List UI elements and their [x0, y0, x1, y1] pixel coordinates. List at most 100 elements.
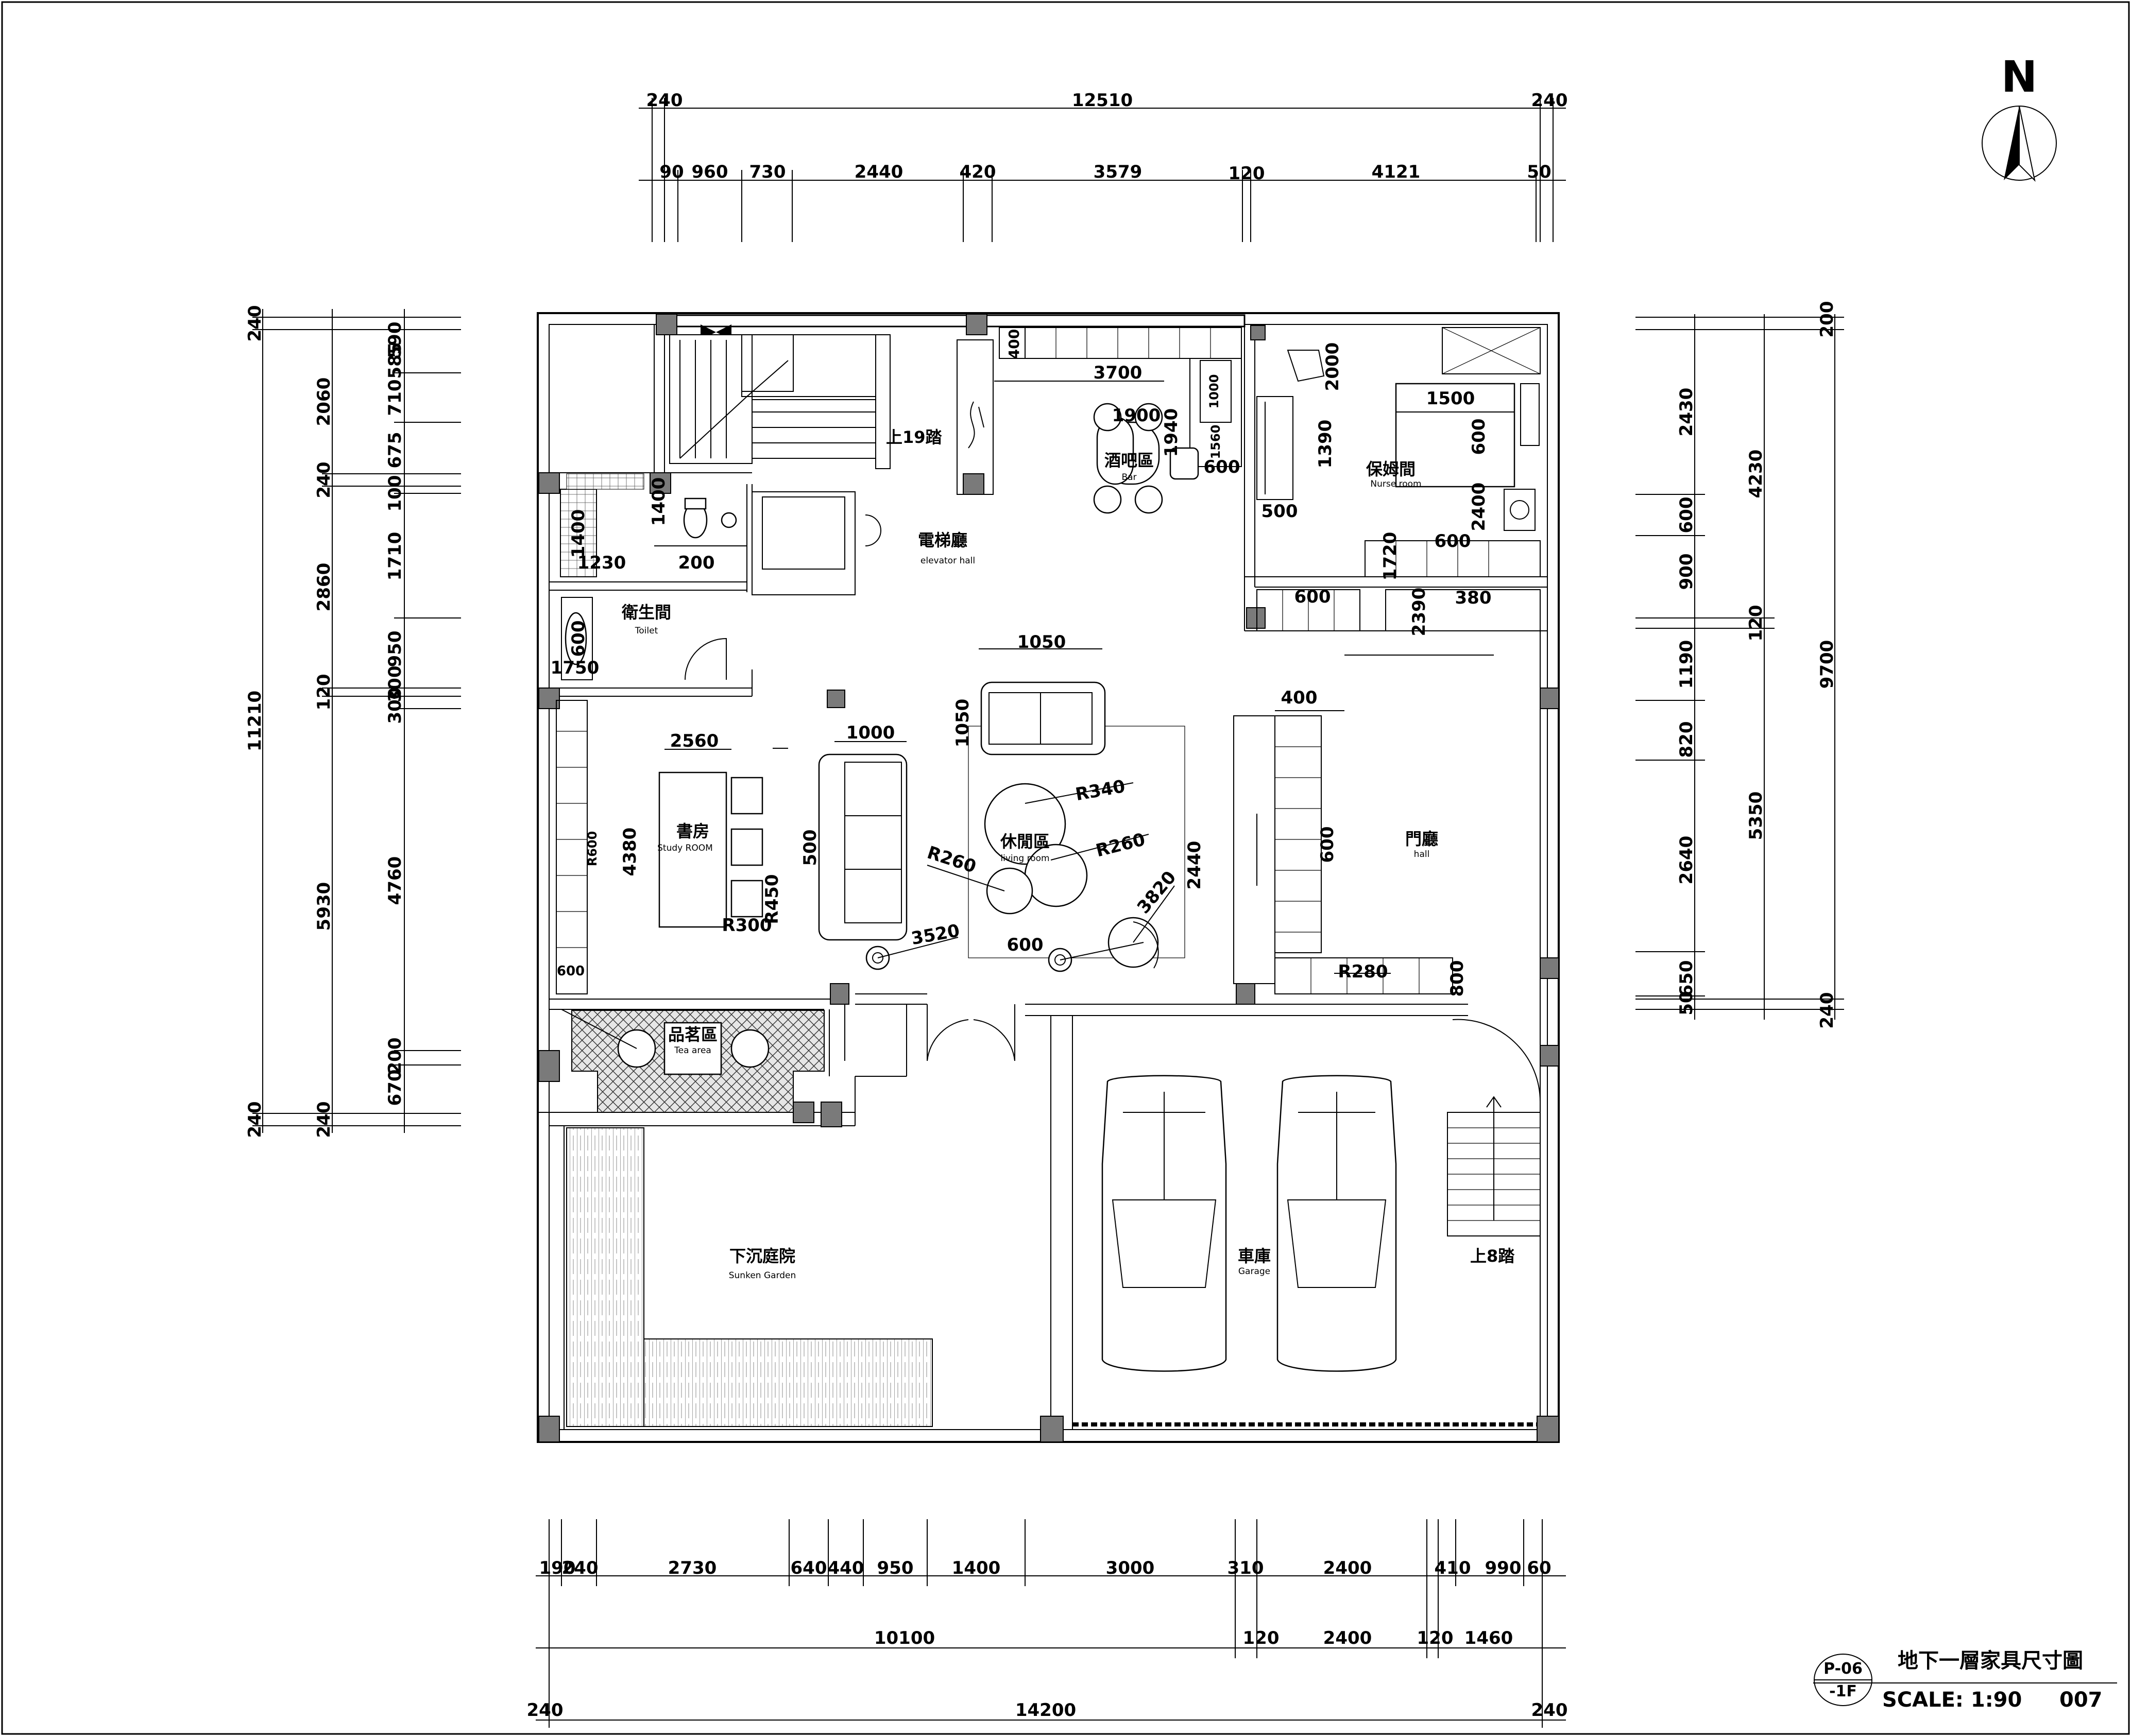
dim-int-18: 1400: [568, 509, 589, 558]
dim-left-detail-5: 1710: [385, 532, 405, 581]
dim-right-overall-0: 200: [1817, 301, 1837, 338]
dim-int-6: 600: [1204, 457, 1240, 477]
sofa-icon: [818, 753, 908, 941]
bed-icon: [1395, 383, 1515, 488]
dim-int-34: R300: [722, 915, 772, 936]
structural-columns: [538, 314, 1559, 1442]
dim-int-12: 2400: [1469, 483, 1489, 531]
dim-bottom-detail-4: 440: [828, 1558, 864, 1578]
dim-int-10: 600: [1469, 419, 1489, 455]
dim-int-7: 1390: [1315, 420, 1336, 469]
north-label: N: [2001, 51, 2037, 102]
dim-top-overall-0: 240: [646, 90, 683, 111]
dim-int-25: 1050: [952, 699, 973, 748]
elevator: 電梯廳 elevator hall: [752, 491, 975, 595]
toilet-label: 衛生間: [621, 603, 671, 622]
left-dimensions: 240 11210 240 2060 240 2860 120 5930 240…: [245, 305, 461, 1138]
dim-int-42: 600: [1317, 827, 1338, 863]
dim-int-20: 200: [678, 553, 715, 573]
dim-int-11: 500: [1261, 501, 1298, 522]
dim-top-overall-1: 12510: [1072, 90, 1133, 111]
dim-bottom-detail-9: 2400: [1323, 1558, 1372, 1578]
dim-int-21: 1400: [649, 477, 669, 526]
top-dimensions: 240 12510 240 90 960 730 2440 420 3579 1…: [639, 90, 1567, 242]
dim-bottom-mid-1: 120: [1243, 1628, 1280, 1648]
dim-bottom-detail-6: 1400: [952, 1558, 1001, 1578]
nurse-label: 保姆間: [1366, 459, 1416, 479]
dim-left-detail-0: 590: [385, 322, 405, 358]
dim-right-mid-1: 120: [1746, 605, 1766, 642]
dim-left-mid-2: 2860: [314, 563, 334, 612]
stair-up8-label: 上8踏: [1470, 1246, 1515, 1266]
dim-top-detail-3: 2440: [855, 162, 903, 182]
dim-right-detail-0: 2430: [1676, 388, 1697, 437]
dim-left-mid-0: 2060: [314, 377, 334, 426]
dim-top-detail-7: 4121: [1372, 162, 1421, 182]
dim-int-2: 1000: [1207, 374, 1221, 409]
dim-left-detail-8: 300: [385, 687, 405, 724]
dim-int-0: 400: [1005, 329, 1022, 359]
dim-int-19: 1230: [577, 553, 626, 573]
hall-en: hall: [1414, 849, 1430, 860]
dim-int-13: 600: [1435, 531, 1471, 552]
dim-int-43: 400: [1281, 687, 1318, 708]
elevator-hall-label: 電梯廳: [918, 530, 967, 550]
sheet-bottom-label: -1F: [1829, 1682, 1857, 1700]
dim-top-detail-2: 730: [749, 162, 786, 182]
dim-bottom-detail-2: 2730: [668, 1558, 717, 1578]
dim-left-detail-7: 300: [385, 666, 405, 702]
dim-right-detail-4: 820: [1676, 721, 1697, 758]
dim-left-mid-4: 5930: [314, 882, 334, 931]
hall: 門廳 hall: [927, 715, 1453, 1061]
elevator-hall-en: elevator hall: [920, 556, 975, 566]
study-desk: [658, 771, 727, 928]
dim-int-28: 2560: [670, 731, 719, 751]
garage-en: Garage: [1238, 1266, 1270, 1277]
dim-right-detail-5: 2640: [1676, 836, 1697, 885]
hall-label: 門廳: [1405, 829, 1438, 849]
dim-left-detail-11: 670: [385, 1070, 405, 1106]
title-block: P-06 -1F 地下一層家具尺寸圖 SCALE: 1:90 007: [1813, 1649, 2117, 1712]
dim-bottom-detail-7: 3000: [1106, 1558, 1155, 1578]
dim-int-17: 380: [1455, 588, 1492, 608]
garden-label: 下沉庭院: [729, 1246, 795, 1266]
dim-bottom-detail-10: 410: [1435, 1558, 1471, 1578]
nurse-room: 保姆間 Nurse room: [1256, 327, 1541, 631]
display-niche: [957, 339, 994, 495]
dim-int-40: 600: [1007, 935, 1044, 955]
dim-int-14: 1720: [1380, 532, 1401, 581]
sunken-garden: 下沉庭院 Sunken Garden: [729, 1246, 796, 1281]
study-room: 書房 Study ROOM: [556, 700, 763, 994]
dim-right-overall-1: 9700: [1817, 640, 1837, 689]
dim-bottom-mid-2: 2400: [1323, 1628, 1372, 1648]
dim-right-detail-6: 650: [1676, 960, 1697, 997]
dim-bottom-overall-0: 240: [527, 1700, 564, 1721]
dim-right-detail-3: 1190: [1676, 640, 1697, 689]
bottom-dimensions: 190 240 2730 640 440 950 1400 3000 310 2…: [527, 1519, 1568, 1728]
garage: 車庫 Garage 上8踏: [1101, 1019, 1541, 1372]
dim-int-41: 2440: [1184, 841, 1205, 890]
dim-bottom-detail-12: 60: [1527, 1558, 1551, 1578]
dim-left-mid-5: 240: [314, 1102, 334, 1138]
dim-right-mid-2: 5350: [1746, 792, 1766, 840]
dim-int-3: 1560: [1208, 425, 1223, 459]
dim-bottom-mid-3: 120: [1417, 1628, 1454, 1648]
drawing-scale: SCALE: 1:90: [1882, 1688, 2022, 1712]
right-dimensions: 200 9700 240 4230 120 5350 2430 600 900 …: [1635, 301, 1844, 1028]
loveseat-icon: [980, 681, 1106, 755]
dim-int-16: 2390: [1409, 588, 1429, 637]
dim-top-detail-0: 90: [659, 162, 684, 182]
living-label: 休閒區: [1000, 832, 1050, 851]
dim-bottom-detail-11: 990: [1485, 1558, 1522, 1578]
car-icon-2: [1276, 1075, 1397, 1372]
dim-bottom-overall-1: 14200: [1015, 1700, 1076, 1721]
main-stair: 上19踏: [669, 324, 943, 469]
dim-right-mid-0: 4230: [1746, 450, 1766, 499]
dim-bottom-overall-2: 240: [1531, 1700, 1568, 1721]
toilet-room: 衛生間 Toilet: [561, 497, 747, 680]
dim-left-overall-2: 240: [245, 1102, 265, 1138]
dim-left-mid-3: 120: [314, 674, 334, 711]
dim-int-4: 1900: [1112, 405, 1161, 426]
dim-int-5: 1940: [1161, 408, 1182, 457]
